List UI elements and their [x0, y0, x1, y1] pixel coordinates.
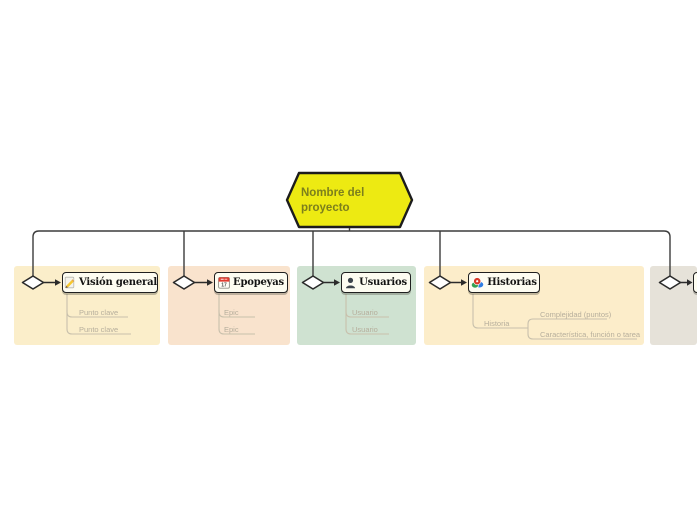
- child-item-epic-2[interactable]: Epic: [224, 325, 239, 334]
- tree-connectors: [32, 228, 671, 276]
- child-item-punto-clave-1[interactable]: Punto clave: [79, 308, 119, 317]
- svg-text:17: 17: [221, 283, 227, 289]
- child-item-epic-1[interactable]: Epic: [224, 308, 239, 317]
- calendar-icon: 17: [218, 276, 230, 289]
- node-label: Visión general: [79, 277, 157, 288]
- arrowhead-icon: [687, 279, 693, 286]
- collapse-diamond-icon[interactable]: [21, 275, 45, 290]
- arrowhead-icon: [334, 279, 340, 286]
- node-usuarios[interactable]: Usuarios: [341, 272, 411, 293]
- root-node-shape[interactable]: [285, 171, 414, 229]
- arrow-connectors: [43, 279, 693, 286]
- collapse-diamond-icon[interactable]: [172, 275, 196, 290]
- arrowhead-icon: [55, 279, 61, 286]
- pie-chart-icon: [471, 276, 485, 289]
- person-icon: [345, 277, 356, 289]
- child-item-usuario-2[interactable]: Usuario: [352, 325, 378, 334]
- root-node-label[interactable]: Nombre del proyecto: [301, 187, 365, 214]
- child-item-complejidad[interactable]: Complejidad (puntos): [540, 310, 612, 319]
- collapse-diamond-icon[interactable]: [428, 275, 452, 290]
- node-historias[interactable]: Historias: [468, 272, 540, 293]
- arrowhead-icon: [207, 279, 213, 286]
- node-label: Historias: [487, 277, 537, 288]
- child-item-punto-clave-2[interactable]: Punto clave: [79, 325, 119, 334]
- node-label: Epopeyas: [233, 277, 284, 288]
- collapse-diamond-icon[interactable]: [301, 275, 325, 290]
- node-vision-general[interactable]: Visión general: [62, 272, 158, 293]
- child-item-caracteristica[interactable]: Característica, función o tarea: [540, 330, 641, 339]
- child-item-historia[interactable]: Historia: [484, 319, 510, 328]
- child-item-usuario-1[interactable]: Usuario: [352, 308, 378, 317]
- node-label: Usuarios: [359, 277, 407, 288]
- arrowhead-icon: [461, 279, 467, 286]
- document-pencil-icon: [63, 276, 76, 289]
- node-epopeyas[interactable]: 17 Epopeyas: [214, 272, 288, 293]
- collapse-diamond-icon[interactable]: [658, 275, 682, 290]
- child-branch-lines: [66, 294, 637, 340]
- node-partial[interactable]: [693, 272, 697, 293]
